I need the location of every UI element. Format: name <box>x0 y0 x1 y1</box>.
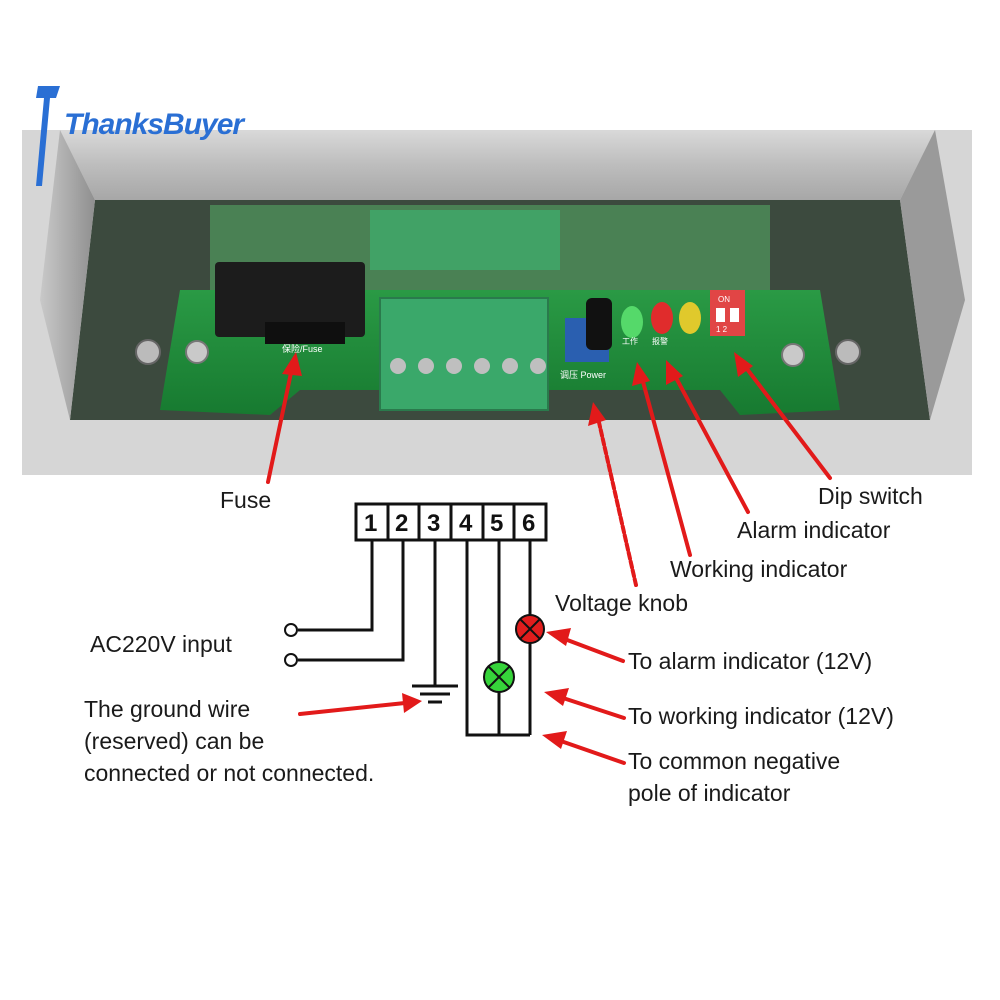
terminal-number-2: 2 <box>395 510 408 537</box>
label-ac-input: AC220V input <box>90 631 232 657</box>
terminal-number-4: 4 <box>459 510 473 537</box>
wire-terminal-2 <box>298 540 405 662</box>
brand-logo-text: ThanksBuyer <box>64 108 244 141</box>
bg-screw-left <box>135 339 161 365</box>
arrow-to-alarm <box>560 636 625 663</box>
wire-terminal-4 <box>465 540 530 737</box>
arrow-alarm-indicator <box>672 372 750 514</box>
arrow-working-indicator <box>640 376 692 557</box>
label-alarm-indicator: Alarm indicator <box>737 517 891 543</box>
right-wall <box>900 130 965 420</box>
terminal-number-6: 6 <box>522 510 535 537</box>
work-led <box>621 306 643 338</box>
label-working-indicator: Working indicator <box>670 556 848 582</box>
mount-screw-right <box>781 343 805 367</box>
fuse-silkscreen: 保险/Fuse <box>282 343 323 354</box>
label-ground-line2: (reserved) can be <box>84 728 265 754</box>
label-to-common-line1: To common negative <box>628 748 841 774</box>
terminal-number-3: 3 <box>427 510 440 537</box>
yellow-led <box>679 302 701 334</box>
label-ground-line3: connected or not connected. <box>84 760 375 786</box>
alarm-led <box>651 302 673 334</box>
label-dip-switch: Dip switch <box>818 483 923 509</box>
device-photo: 保险/Fuse 调压 Power 工作 报警 ON 1 2 <box>22 130 972 475</box>
label-to-common-line2: pole of indicator <box>628 780 791 806</box>
alarm-lamp-icon <box>515 614 545 644</box>
label-to-working: To working indicator (12V) <box>628 703 894 729</box>
dip-switch-lever2 <box>730 308 739 322</box>
left-wall <box>40 130 95 420</box>
wire-terminal-1 <box>298 540 374 632</box>
brand-logo-icon <box>36 86 60 186</box>
dip-on-silkscreen: ON <box>718 295 730 304</box>
fuse-cap <box>265 322 345 344</box>
alarm-silkscreen: 报警 <box>652 336 668 346</box>
label-voltage-knob: Voltage knob <box>555 590 689 616</box>
bg-screw-right <box>835 339 861 365</box>
arrow-to-common <box>556 738 626 765</box>
label-to-alarm: To alarm indicator (12V) <box>628 648 873 674</box>
dip-switch-lever1 <box>716 308 725 322</box>
dip-nums-silkscreen: 1 2 <box>716 325 728 334</box>
inner-terminal <box>370 210 560 270</box>
knob-silkscreen: 调压 Power <box>560 370 606 380</box>
metal-lid <box>60 130 935 200</box>
mount-screw-left <box>185 340 209 364</box>
dip-switch-body <box>710 290 745 336</box>
work-silkscreen: 工作 <box>622 336 638 346</box>
arrow-fuse <box>266 366 294 484</box>
arrow-dip-switch <box>742 363 832 480</box>
label-ground-line1: The ground wire <box>84 696 251 722</box>
work-lamp-icon <box>483 661 515 693</box>
ac-input-terminal-2 <box>284 653 298 667</box>
label-fuse: Fuse <box>220 487 272 513</box>
terminal-screws <box>390 358 546 374</box>
terminal-number-1: 1 <box>364 510 377 537</box>
terminal-block <box>379 297 549 411</box>
arrow-to-working <box>558 695 626 720</box>
potentiometer-shaft <box>586 298 612 350</box>
terminal-number-5: 5 <box>490 510 503 537</box>
ac-input-terminal-1 <box>284 623 298 637</box>
arrow-voltage-knob <box>596 416 638 587</box>
arrow-ground <box>298 701 407 716</box>
fuse-holder <box>215 262 365 337</box>
